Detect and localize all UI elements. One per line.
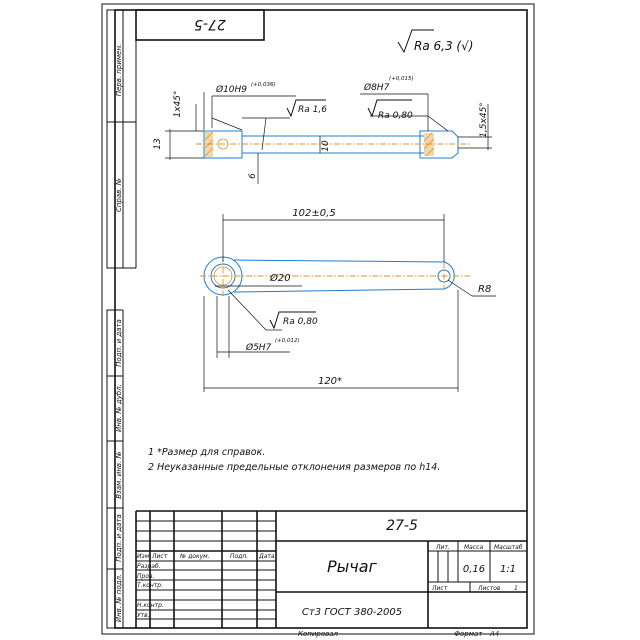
side-label-dup-no: Инв. № дубл. bbox=[115, 384, 123, 432]
tol-dia-right: (+0,015) bbox=[389, 76, 414, 82]
roughness-right: Ra 0,80 bbox=[378, 111, 413, 121]
roughness-left: Ra 1,6 bbox=[298, 105, 327, 115]
side-label-ref-no: Справ. № bbox=[115, 178, 123, 212]
sheet-outer-edge bbox=[101, 3, 535, 635]
dim-dia-left: Ø10H9 bbox=[215, 84, 247, 95]
top-stamp bbox=[135, 9, 265, 41]
tb-lit: Лит. bbox=[435, 544, 450, 551]
dim-radius: R8 bbox=[478, 284, 491, 295]
dim-thickness: 10 bbox=[321, 140, 331, 152]
tb-mass: Масса bbox=[464, 544, 483, 551]
dim-chamfer-left: 1x45° bbox=[173, 90, 183, 117]
dim-dia-right: Ø8H7 bbox=[363, 82, 390, 93]
tb-sheets-value: 1 bbox=[514, 585, 518, 592]
tb-material: Ст3 ГОСТ 380-2005 bbox=[302, 607, 402, 618]
tb-part-name: Рычаг bbox=[327, 557, 378, 576]
tol-dia-bore: (+0,012) bbox=[275, 338, 300, 344]
roughness-general: Ra 6,3 (√) bbox=[414, 39, 473, 53]
dim-web: 6 bbox=[248, 173, 258, 179]
side-label-sign-date-1: Подп. и дата bbox=[115, 319, 123, 367]
title-block-grid bbox=[135, 510, 527, 628]
section-view bbox=[165, 92, 492, 184]
dim-dia-bore: Ø5H7 bbox=[245, 342, 272, 353]
dim-overall: 120* bbox=[318, 376, 342, 387]
footer-copied: Копировал bbox=[298, 630, 339, 638]
dim-center-distance: 102±0,5 bbox=[292, 208, 335, 219]
side-label-sign-date-2: Подп. и дата bbox=[115, 514, 123, 562]
roughness-general-symbol bbox=[397, 29, 434, 54]
footer-format-value: A4 bbox=[489, 630, 499, 638]
tol-dia-left: (+0,036) bbox=[251, 82, 276, 88]
side-label-first-use: Перв. примен. bbox=[115, 44, 123, 97]
tb-header-list: Лист bbox=[151, 553, 168, 560]
footer-format: Формат bbox=[454, 630, 483, 638]
roughness-bore: Ra 0,80 bbox=[283, 317, 318, 327]
tb-role-checker: Пров. bbox=[137, 573, 155, 580]
note-1: 1 *Размер для справок. bbox=[148, 447, 265, 458]
tb-header-sign: Подп. bbox=[230, 553, 248, 560]
tb-scale-value: 1:1 bbox=[500, 564, 516, 575]
tb-role-tech-control: Т.контр. bbox=[137, 582, 163, 589]
tb-designation: 27-5 bbox=[386, 518, 418, 534]
tb-role-approve: Утв. bbox=[137, 612, 150, 619]
dim-dia-head: Ø20 bbox=[269, 272, 291, 284]
top-stamp-designation: 27-5 bbox=[194, 16, 226, 32]
tb-sheets: Листов bbox=[477, 585, 501, 592]
tb-role-developer: Разраб. bbox=[137, 563, 161, 570]
dim-height: 13 bbox=[153, 138, 163, 150]
tb-scale: Масштаб bbox=[494, 544, 523, 551]
side-label-replace-no: Взам. инв. № bbox=[115, 451, 123, 499]
tb-role-norm-control: Н.контр. bbox=[137, 602, 164, 609]
tb-sheet: Лист bbox=[431, 585, 448, 592]
tb-header-date: Дата bbox=[258, 553, 275, 560]
left-margin-columns bbox=[106, 9, 137, 629]
tb-mass-value: 0,16 bbox=[463, 564, 485, 575]
tb-header-doc: № докум. bbox=[179, 553, 210, 560]
tb-header-izm: Изм bbox=[137, 553, 150, 560]
plan-view bbox=[200, 214, 496, 392]
note-2: 2 Неуказанные предельные отклонения разм… bbox=[148, 462, 440, 473]
dim-chamfer-right: 1,5x45° bbox=[479, 102, 489, 138]
side-label-orig-no: Инв. № подл. bbox=[115, 574, 123, 622]
